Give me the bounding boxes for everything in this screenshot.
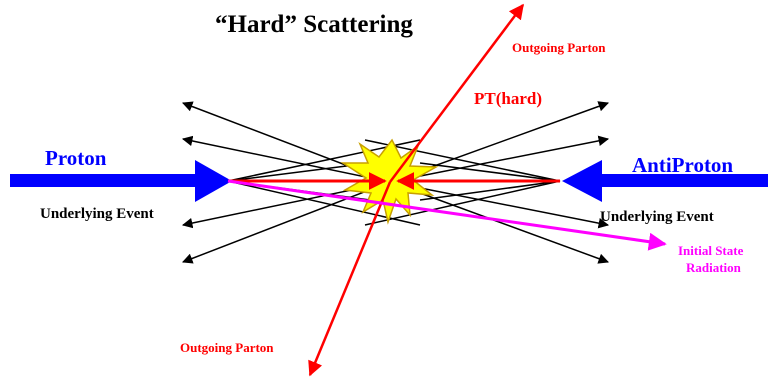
underlying-event-right-label: Underlying Event xyxy=(600,209,714,225)
underlying-event-left-label: Underlying Event xyxy=(40,206,154,222)
pt-hard-label: PT(hard) xyxy=(474,89,542,108)
outgoing-parton-bottom xyxy=(310,182,390,375)
radiation-label: Radiation xyxy=(686,260,742,275)
outgoing-parton-top-label: Outgoing Parton xyxy=(512,40,606,55)
antiproton-label: AntiProton xyxy=(632,153,733,177)
outgoing-parton-bottom-label: Outgoing Parton xyxy=(180,340,274,355)
initial-state-label: Initial State xyxy=(678,243,744,258)
proton-beam xyxy=(10,160,232,202)
proton-label: Proton xyxy=(45,146,107,170)
diagram-title: “Hard” Scattering xyxy=(215,11,413,38)
